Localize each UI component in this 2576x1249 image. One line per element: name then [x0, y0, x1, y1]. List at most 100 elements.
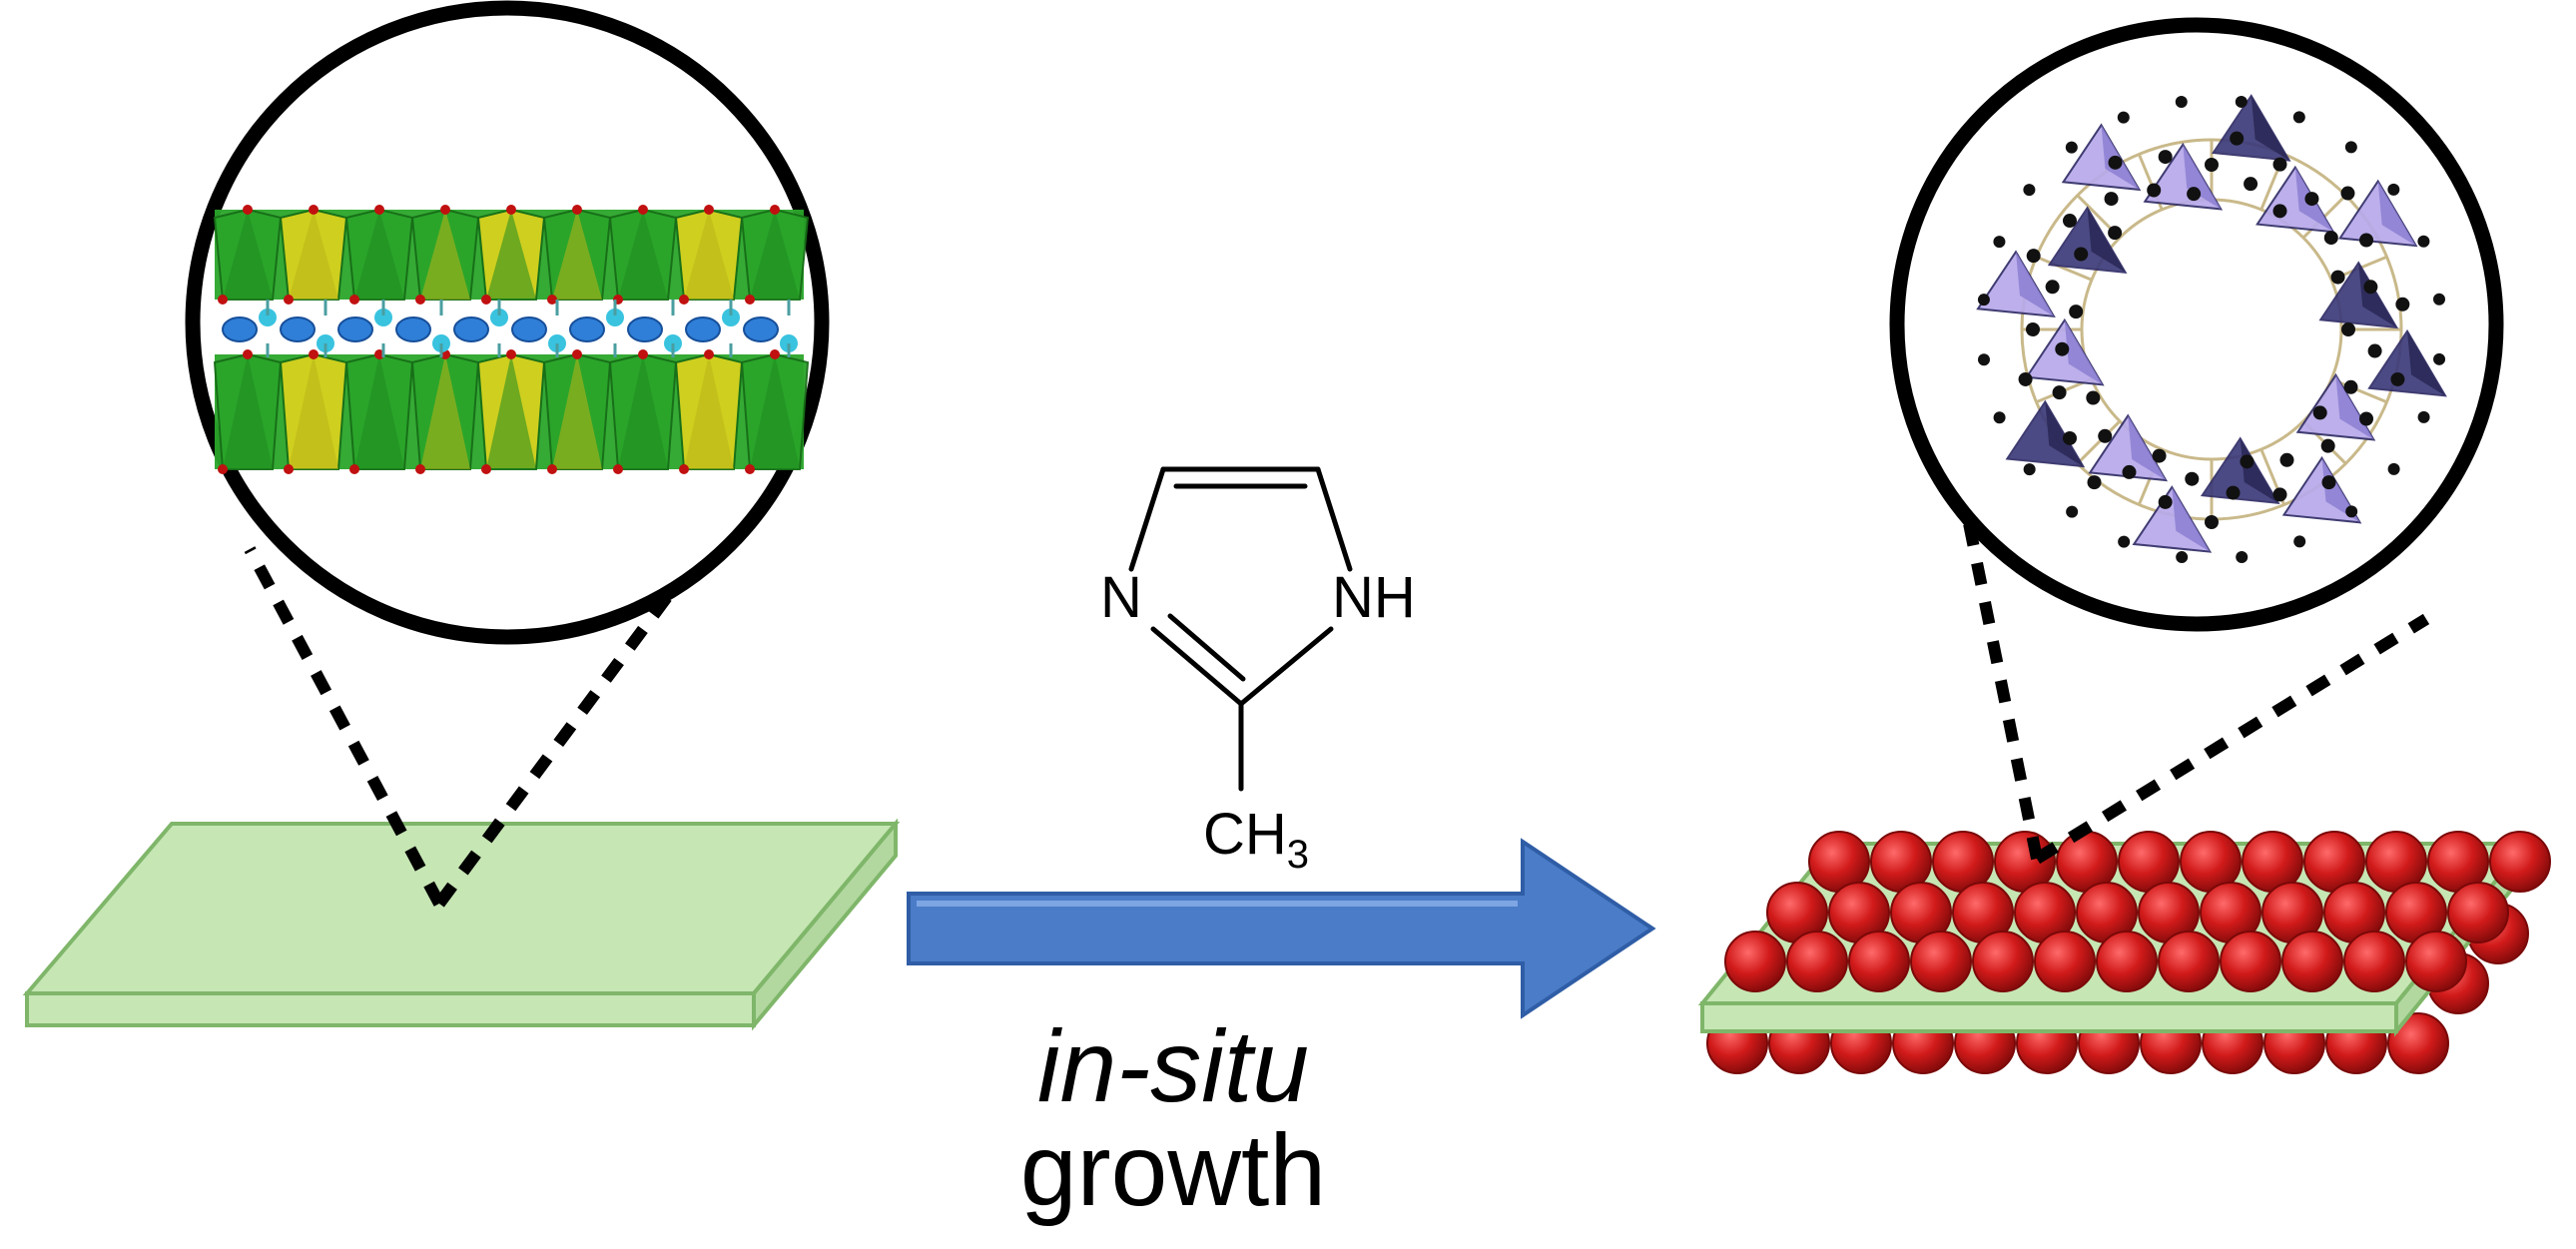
linker-atom: [2272, 157, 2287, 172]
linker-atom: [2052, 385, 2067, 400]
linker-atom: [2230, 131, 2245, 146]
substrate-front-face: [25, 991, 756, 1027]
interlayer-anion: [337, 316, 373, 342]
linker-atom: [2359, 233, 2374, 248]
linker-atom: [2147, 183, 2162, 198]
zif-particle: [1724, 931, 1786, 992]
linker-atom: [2330, 270, 2345, 285]
linker-atom: [2272, 487, 2287, 502]
zif-particle: [1910, 931, 1972, 992]
substrate-side-face: [752, 818, 898, 1031]
linker-atom: [2363, 280, 2378, 295]
process-label-line1: in-situ: [1037, 1009, 1309, 1123]
zif-particle: [2387, 1012, 2449, 1074]
linker-atom: [2185, 471, 2200, 486]
zif-particle: [2447, 882, 2509, 943]
interlayer-anion: [685, 316, 721, 342]
interlayer-anion: [627, 316, 663, 342]
interlayer-water: [490, 309, 508, 326]
linker-atom: [2340, 186, 2355, 201]
linker-atom: [2320, 438, 2335, 453]
substrate-top-face: [22, 822, 901, 995]
interlayer-anion: [569, 316, 605, 342]
linker-atom: [2205, 158, 2219, 172]
linker-atom: [2321, 475, 2336, 490]
linker-atom: [2304, 192, 2319, 207]
linker-atom: [2062, 214, 2077, 229]
linker-atom: [2087, 475, 2102, 490]
linker-atom: [2062, 430, 2077, 445]
linker-atom: [2279, 452, 2294, 467]
linker-atom: [2240, 454, 2254, 469]
interlayer-anion: [453, 316, 489, 342]
interlayer-anion: [395, 316, 431, 342]
interlayer-anion: [280, 316, 316, 342]
linker-atom: [2086, 390, 2101, 405]
linker-atom: [2390, 371, 2405, 386]
linker-atom: [2367, 343, 2382, 358]
linker-atom: [2343, 379, 2358, 394]
interlayer-water: [259, 309, 277, 326]
linker-atom: [2323, 231, 2338, 246]
zif-particle: [2281, 931, 2343, 992]
linker-atom: [2074, 247, 2089, 262]
linker-atom: [2312, 405, 2327, 420]
zif-framework-structure-icon: [1976, 94, 2447, 564]
process-label-line2: growth: [1020, 1113, 1326, 1227]
zif-particle: [1848, 931, 1910, 992]
linker-atom: [2108, 226, 2123, 241]
linker-atom: [2104, 192, 2119, 207]
left-zoom-callout: [185, 0, 830, 908]
linker-atom: [2272, 204, 2287, 219]
right-zoom-callout: [1889, 17, 2504, 865]
linker-atom: [2359, 411, 2374, 426]
linker-atom: [2395, 297, 2410, 312]
nh-label: NH: [1332, 565, 1416, 630]
ldh-crystal-structure-icon: [213, 205, 810, 474]
linker-atom: [2187, 187, 2202, 202]
linker-atom: [2098, 428, 2113, 443]
zoom-dotted-line-right: [2033, 613, 2430, 865]
linker-atom: [2341, 322, 2355, 336]
linker-atom: [2045, 280, 2060, 295]
2-methylimidazole-structure-icon: [1128, 466, 1353, 792]
zif-particle: [2220, 931, 2281, 992]
linker-atom: [2158, 150, 2173, 165]
process-arrow-icon: [907, 838, 1656, 1019]
linker-atom: [2244, 177, 2258, 192]
linker-atom: [2069, 305, 2084, 319]
interlayer-anion: [222, 316, 258, 342]
zoom-dotted-line-left: [244, 546, 445, 907]
linker-atom: [2205, 515, 2219, 529]
zif-particle: [2034, 931, 2096, 992]
interlayer-water: [374, 309, 392, 326]
zif-zoom-circle: [1889, 17, 2504, 632]
particle-layer-top: [1724, 831, 2551, 992]
zif-particle: [2489, 831, 2551, 893]
linker-atom: [2152, 448, 2167, 463]
interlayer-water: [606, 309, 624, 326]
linker-atom: [2108, 155, 2123, 170]
zif-particle: [2096, 931, 2158, 992]
reagent-2-methylimidazole: N NH CH3: [1100, 466, 1416, 877]
interlayer-anion: [743, 316, 779, 342]
linker-atom: [2226, 485, 2241, 500]
linker-atom: [2026, 322, 2040, 336]
zif-particle: [1972, 931, 2034, 992]
substrate-front-face: [1700, 1001, 2398, 1033]
methyl-label: CH3: [1203, 802, 1309, 877]
linker-atom: [2055, 341, 2070, 356]
zif-particle: [2405, 931, 2467, 992]
linker-atom: [2018, 371, 2033, 386]
ldh-zoom-circle: [185, 0, 830, 645]
interlayer-anion: [511, 316, 547, 342]
bare-substrate: [22, 818, 901, 1031]
interlayer-water: [722, 309, 740, 326]
zif-particle: [2343, 931, 2405, 992]
zif-particle: [2158, 931, 2220, 992]
linker-atom: [2122, 464, 2137, 479]
linker-atom: [2026, 249, 2041, 264]
nitrogen-label: N: [1100, 565, 1142, 630]
zoom-dotted-line-right: [434, 550, 704, 908]
